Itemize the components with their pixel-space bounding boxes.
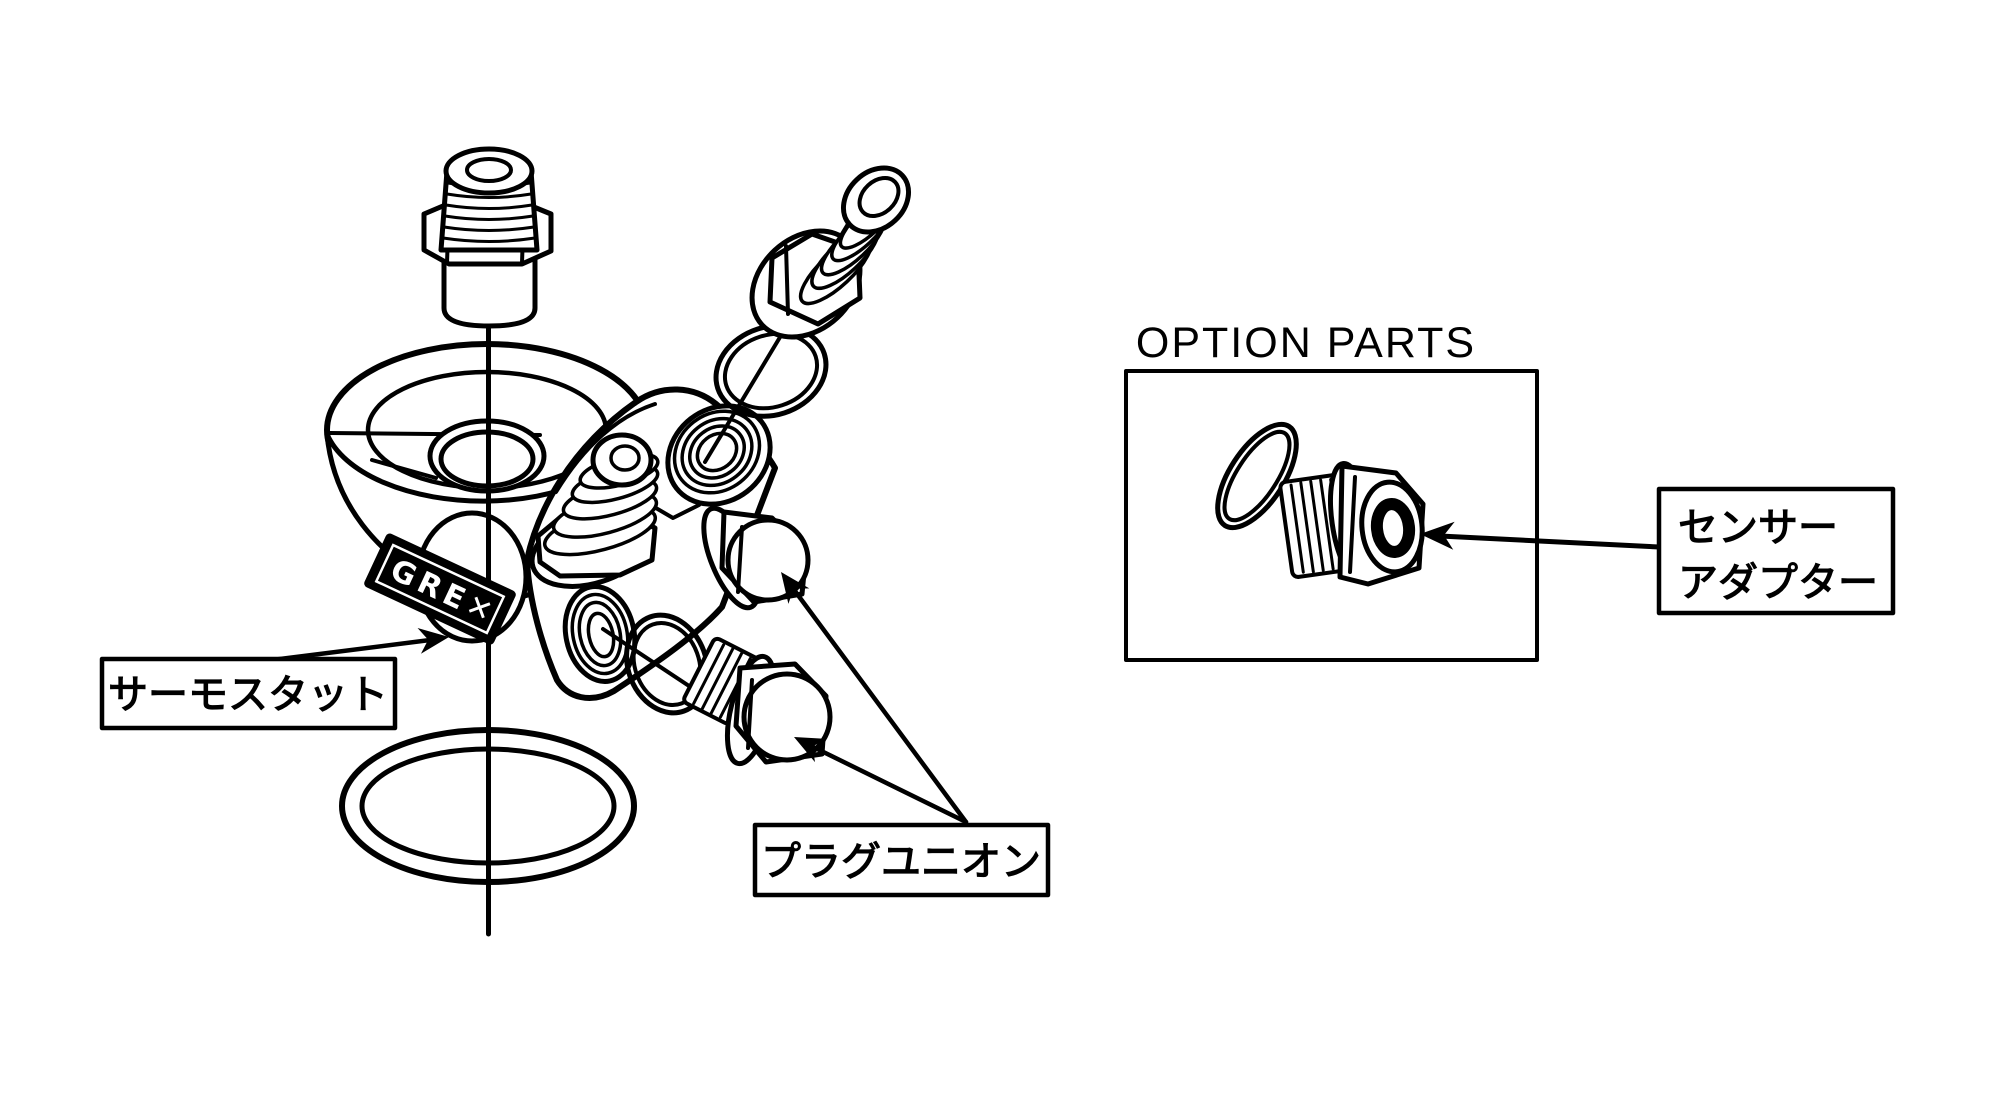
oring-outer xyxy=(624,612,710,716)
lower-oring xyxy=(624,612,710,716)
flare-tip-inner xyxy=(857,175,901,219)
port-thread xyxy=(688,424,746,480)
logo-plate-border xyxy=(374,543,506,635)
plug-facet xyxy=(746,678,754,750)
plate-face-line xyxy=(370,458,438,480)
fitting-base xyxy=(441,249,538,329)
side-port-thread xyxy=(577,600,623,668)
flare-tip xyxy=(840,165,912,235)
sensor-adapter-label-line2: アダプター xyxy=(1678,560,1878,606)
leader-line xyxy=(786,580,969,825)
side-port xyxy=(562,584,638,684)
port-thread xyxy=(680,416,754,488)
plug-union-label-box xyxy=(752,822,1051,898)
arrowhead xyxy=(1420,521,1455,550)
block-pad-edge xyxy=(554,402,657,494)
male-an-fitting xyxy=(529,432,660,589)
oring-outer xyxy=(713,323,829,419)
oring-inner xyxy=(631,621,703,707)
leader-line xyxy=(800,739,969,825)
port-thread xyxy=(695,431,739,473)
adapter-block-drawing xyxy=(524,386,811,701)
thermostat-label-box xyxy=(99,656,398,731)
top-union-fitting-drawing xyxy=(421,146,554,329)
plug-union-label: プラグユニオン xyxy=(761,839,1041,885)
arrowhead xyxy=(794,737,827,763)
side-port-thread xyxy=(586,611,616,659)
exploded-lower-plug xyxy=(601,612,833,767)
adapter-hole xyxy=(1370,498,1416,558)
thermostat-label: サーモスタット xyxy=(108,672,388,718)
plug-union-callout: プラグユニオン xyxy=(752,572,1051,898)
flare-tip-inner xyxy=(609,444,641,472)
oring-inner xyxy=(1222,429,1292,523)
arrowhead xyxy=(417,628,449,654)
option-parts-section: OPTION PARTS xyxy=(1124,319,1539,662)
sensor-adapter-label-line1: センサー xyxy=(1678,505,1838,551)
thread-lines xyxy=(1289,478,1345,574)
plug-facet xyxy=(736,525,744,594)
oring-inner xyxy=(722,331,820,411)
flare-tip xyxy=(590,432,654,488)
adapter-facet xyxy=(1348,475,1357,574)
port-thread xyxy=(672,409,762,495)
arrowhead xyxy=(781,572,810,604)
thread-lines xyxy=(692,643,752,719)
fitting-top-hole xyxy=(465,157,513,183)
mid-oring xyxy=(713,323,829,419)
sensor-adapter-part xyxy=(1278,461,1426,587)
logo-plate xyxy=(364,533,516,645)
leader-line xyxy=(269,636,441,663)
sensor-adapter-label-box xyxy=(1656,486,1896,616)
side-port-thread xyxy=(570,592,630,676)
leader-line xyxy=(1437,533,1662,550)
hex-facet xyxy=(784,244,790,316)
fitting-top-face xyxy=(443,146,535,196)
female-port xyxy=(665,403,773,507)
thermostat-callout: サーモスタット xyxy=(99,628,449,731)
exploded-flare-fitting xyxy=(703,165,912,464)
sensor-adapter-callout: センサー アダプター xyxy=(1420,486,1896,616)
option-parts-title: OPTION PARTS xyxy=(1136,319,1476,367)
